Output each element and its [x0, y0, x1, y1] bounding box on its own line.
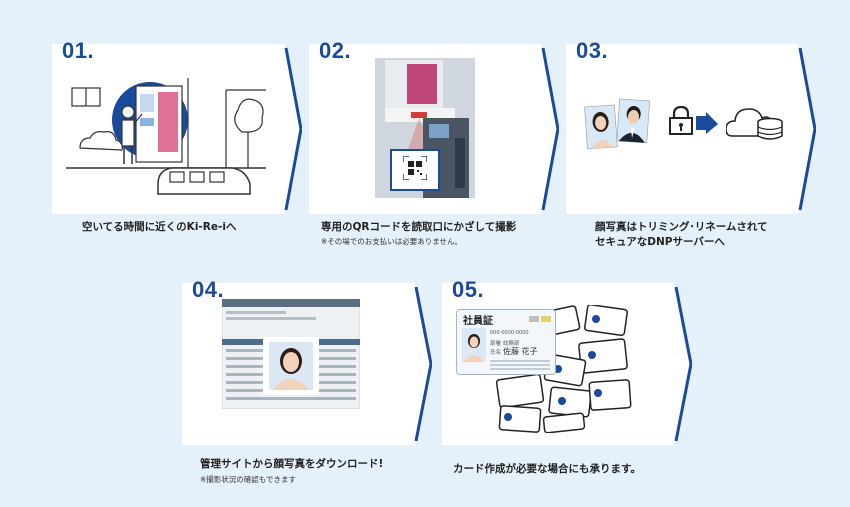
step-card-03: 03.	[566, 38, 816, 214]
id-name-label: 氏名	[490, 350, 502, 356]
id-name-value: 佐藤 花子	[503, 347, 538, 356]
chip-icon	[529, 316, 539, 322]
step-number: 04.	[192, 277, 225, 302]
step-number: 05.	[452, 277, 485, 302]
person-icon	[121, 105, 143, 164]
id-card-icon: 社員証 000-0000-0000 部署 総務部 氏名 佐藤 花子	[456, 309, 556, 375]
id-card-title: 社員証	[463, 316, 493, 327]
card-stack-icon	[495, 305, 632, 433]
step-caption-03: 顔写真はトリミング･リネームされて	[595, 221, 768, 233]
id-text-lines	[490, 360, 550, 362]
step-caption-05: カード作成が必要な場合にも承ります。	[453, 463, 641, 475]
step-note-04: ※撮影状況の確認もできます	[200, 475, 296, 484]
street-scene-icon	[66, 78, 266, 195]
step-number: 01.	[62, 38, 95, 63]
step-card-02: 02.	[309, 38, 559, 214]
portrait-icon	[263, 337, 319, 395]
id-number: 000-0000-0000	[490, 330, 529, 336]
step-caption-02: 専用のQRコードを読取口にかざして撮影	[321, 221, 517, 233]
chip-icon-2	[541, 316, 551, 322]
step-card-04: 04.	[182, 277, 432, 453]
arrow-right-icon	[696, 112, 718, 134]
id-portrait-icon	[462, 328, 486, 362]
male-portrait-icon	[616, 98, 650, 144]
portrait-pair	[584, 98, 650, 150]
step-card-05: 05. 社員証 00	[442, 277, 692, 453]
step-note-02: ※その場でのお支払いは必要ありません。	[321, 237, 463, 246]
cloud-server-icon	[726, 108, 783, 140]
lock-icon	[669, 106, 693, 135]
qr-reader-icon	[375, 58, 475, 198]
step-number: 03.	[576, 38, 609, 63]
lock-arrow-group	[669, 106, 718, 135]
step-card-01: 01.	[52, 38, 302, 214]
step-number: 02.	[319, 38, 352, 63]
step-caption-01: 空いてる時間に近くのKi-Re-iへ	[82, 221, 237, 233]
female-portrait-icon	[584, 104, 618, 150]
photo-booth-icon	[135, 85, 183, 163]
step-caption-04: 管理サイトから顔写真をダウンロード!	[200, 458, 384, 470]
step-caption-03-line2: セキュアなDNPサーバーへ	[595, 236, 725, 248]
qr-code-icon	[403, 156, 427, 180]
id-dept-value: 総務部	[503, 341, 520, 347]
tree-icon	[234, 98, 264, 168]
id-dept-label: 部署	[490, 341, 502, 347]
car-icon	[157, 167, 251, 195]
